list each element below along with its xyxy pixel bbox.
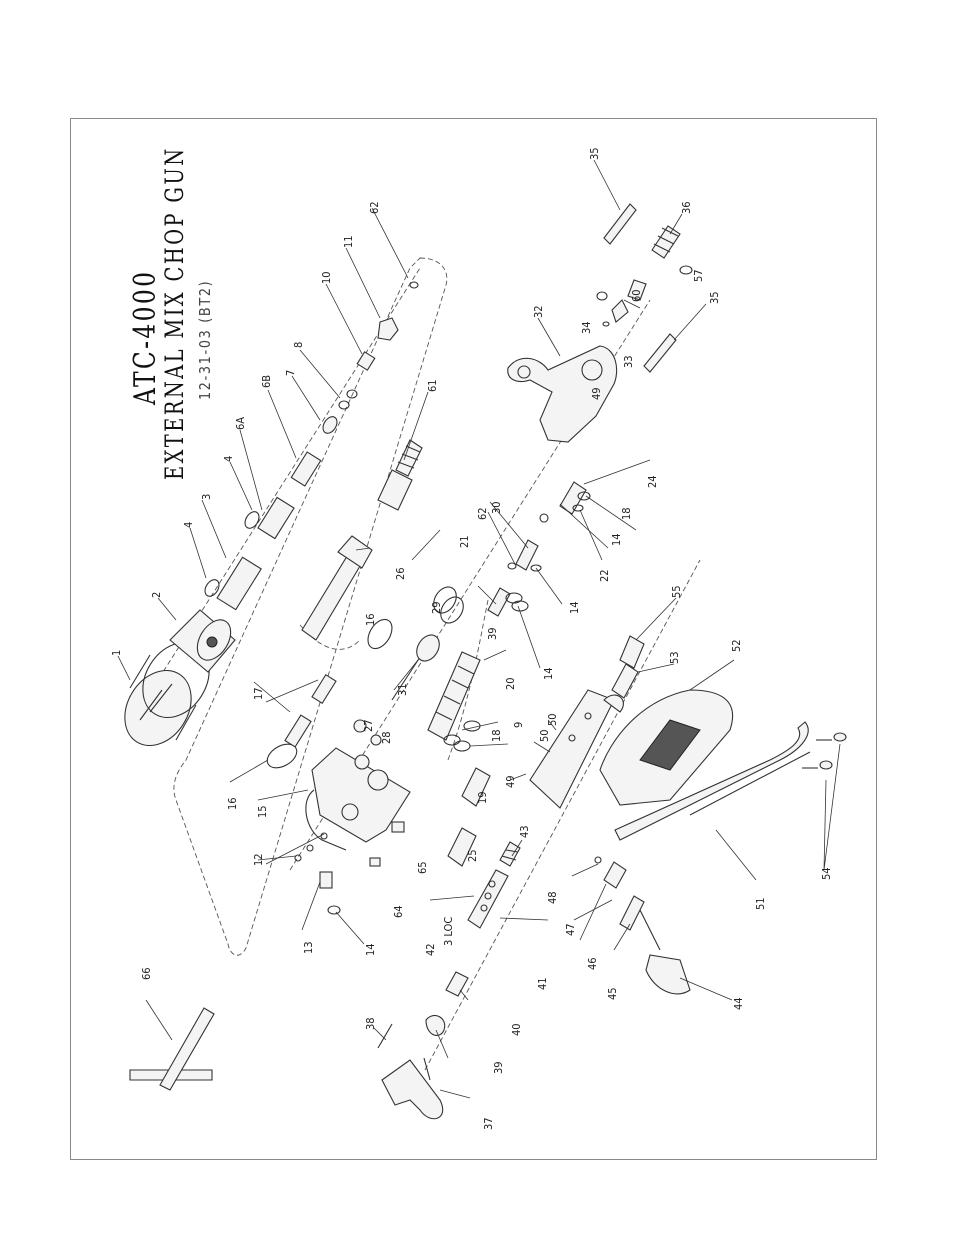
callout: 41 [536,977,549,990]
callout: 35 [588,147,601,160]
callout: 3 [200,494,213,500]
callout: 53 [668,651,681,664]
part-51-trigger [614,721,811,841]
leader-lines [117,159,841,1099]
callout: 55 [670,585,683,598]
part-66-t-wrench [129,1007,215,1091]
part-32-bracket [507,345,618,443]
callout: 57 [692,269,705,282]
callout: 26 [394,567,407,580]
callout: 36 [680,201,693,214]
callout: 39 [492,1061,505,1074]
callout: 42 [424,943,437,956]
callout: 38 [364,1017,377,1030]
callout: 33 [622,355,635,368]
callout: 16 [226,797,239,810]
lower-left-parts [377,971,469,1120]
callout: 15 [256,805,269,818]
callout: 52 [730,639,743,652]
right-middle-parts [487,481,591,617]
callout: 2 [150,592,163,598]
part-50-block [529,689,624,809]
callout: 49 [590,387,603,400]
part-15-valve-body [266,743,411,851]
callout: 61 [426,379,439,392]
callout: 27 [362,719,375,732]
callout: 18 [490,729,503,742]
callout: 44 [732,997,745,1010]
callout: 6B [260,375,273,388]
callout: 65 [416,861,429,874]
callout: 60 [630,289,643,302]
callout: 32 [532,305,545,318]
parts-53-55 [611,635,645,699]
lower-valve-parts [467,841,691,995]
callout: 54 [820,867,833,880]
callout: 14 [364,943,377,956]
right-upper-parts [596,203,693,373]
assembly-outline [173,257,448,956]
callout: 4 [222,456,235,462]
callout: 16 [364,613,377,626]
callout: 10 [320,271,333,284]
callout: 31 [396,683,409,696]
callout: 64 [392,905,405,918]
callout: 30 [490,501,503,514]
center-small-parts [284,586,464,748]
callout: 22 [598,569,611,582]
callout: 7 [284,370,297,376]
callout: 20 [504,677,517,690]
lower-fittings [294,767,491,915]
callout: 40 [510,1023,523,1036]
callout: 17 [252,687,265,700]
drawing-frame [70,118,877,1160]
callout: 49 [504,775,517,788]
callout: 9 [512,722,525,728]
callout: 35 [708,291,721,304]
callout: 45 [606,987,619,1000]
callout: 14 [610,533,623,546]
callout: 25 [466,849,479,862]
upper-small-parts [204,281,419,611]
upper-axis-line [141,267,421,706]
callout: 3 LOC [442,917,455,946]
callout: 43 [518,825,531,838]
callout: 47 [564,923,577,936]
callout: 46 [586,957,599,970]
callout: 24 [646,475,659,488]
callout: 62 [476,507,489,520]
part-26-61-fittings [301,439,423,641]
callout: 66 [140,967,153,980]
callout: 18 [620,507,633,520]
callout: 28 [380,731,393,744]
callout: 4 [182,522,195,528]
callout: 37 [482,1117,495,1130]
callout-labels: 1 2 3 4 4 6A 6B 7 8 9 10 11 12 13 14 14 … [110,147,833,1130]
part-20-spool [427,651,481,752]
callout: 11 [342,235,355,248]
callout: 50 [546,713,559,726]
callout: 50 [538,729,551,742]
callout: 14 [542,667,555,680]
callout: 19 [476,791,489,804]
callout: 14 [568,601,581,614]
part-1-retaining-nut [124,641,210,747]
callout: 51 [754,897,767,910]
callout: 62 [368,201,381,214]
callout: 21 [458,535,471,548]
callout: 12 [252,853,265,866]
callout: 48 [546,891,559,904]
callout: 29 [430,601,443,614]
callout: 6A [234,417,247,430]
callout: 1 [110,650,123,656]
callout: 8 [292,342,305,348]
lower-axis-line [424,559,701,1071]
part-2-nozzle-head [169,609,236,673]
callout: 34 [580,321,593,334]
callout: 13 [302,941,315,954]
callout: 39 [486,627,499,640]
part-54-screws [802,732,847,770]
